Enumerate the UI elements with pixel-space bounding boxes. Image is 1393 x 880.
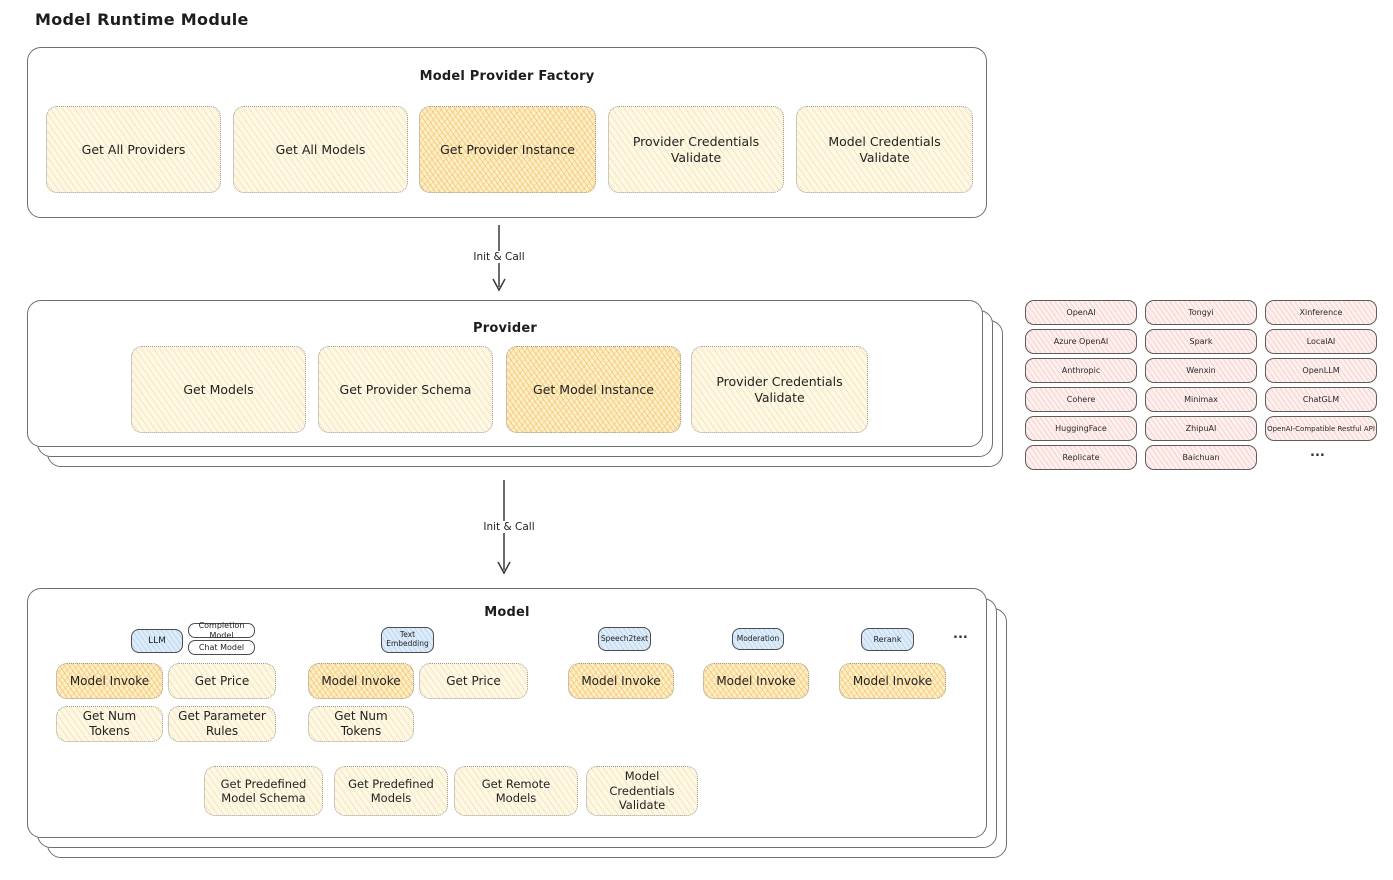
model-tag-rerank[interactable]: Rerank: [861, 628, 914, 651]
provider-pill-baichuan[interactable]: Baichuan: [1145, 445, 1257, 470]
provider-pill-replicate[interactable]: Replicate: [1025, 445, 1137, 470]
provider-list-more: ...: [1310, 445, 1325, 460]
provider-pill-tongyi[interactable]: Tongyi: [1145, 300, 1257, 325]
provider-pill-huggingface[interactable]: HuggingFace: [1025, 416, 1137, 441]
provider-button-get-model-instance[interactable]: Get Model Instance: [506, 346, 681, 433]
model-button-get-predefined-model-schema[interactable]: Get Predefined Model Schema: [204, 766, 323, 816]
provider-pill-zhipuai[interactable]: ZhipuAI: [1145, 416, 1257, 441]
model-box[interactable]: Model LLM Completion Model Chat Model Te…: [27, 588, 987, 838]
model-button-get-predefined-models[interactable]: Get Predefined Models: [334, 766, 448, 816]
provider-pill-cohere[interactable]: Cohere: [1025, 387, 1137, 412]
provider-pill-localai[interactable]: LocalAI: [1265, 329, 1377, 354]
model-button-embedding-get-num-tokens[interactable]: Get Num Tokens: [308, 706, 414, 742]
factory-title: Model Provider Factory: [419, 69, 595, 84]
provider-pill-openai[interactable]: OpenAI: [1025, 300, 1137, 325]
provider-button-get-models[interactable]: Get Models: [131, 346, 306, 433]
provider-pill-azure-openai[interactable]: Azure OpenAI: [1025, 329, 1137, 354]
factory-box[interactable]: Model Provider Factory Get All Providers…: [27, 47, 987, 218]
provider-pill-minimax[interactable]: Minimax: [1145, 387, 1257, 412]
model-tag-llm[interactable]: LLM: [131, 629, 183, 653]
provider-box[interactable]: Provider Get Models Get Provider Schema …: [27, 300, 983, 447]
model-button-moderation-model-invoke[interactable]: Model Invoke: [703, 663, 809, 699]
model-button-embedding-get-price[interactable]: Get Price: [419, 663, 528, 699]
model-button-speech2text-model-invoke[interactable]: Model Invoke: [568, 663, 674, 699]
factory-button-get-provider-instance[interactable]: Get Provider Instance: [419, 106, 596, 193]
model-button-llm-get-num-tokens[interactable]: Get Num Tokens: [56, 706, 163, 742]
provider-pill-openllm[interactable]: OpenLLM: [1265, 358, 1377, 383]
model-tag-speech2text[interactable]: Speech2text: [598, 627, 651, 651]
arrow2-label: Init & Call: [480, 521, 538, 533]
factory-button-model-credentials-validate[interactable]: Model Credentials Validate: [796, 106, 973, 193]
factory-button-get-all-models[interactable]: Get All Models: [233, 106, 408, 193]
model-button-llm-get-price[interactable]: Get Price: [168, 663, 276, 699]
model-tag-chat-model[interactable]: Chat Model: [188, 640, 255, 655]
model-tag-completion-model[interactable]: Completion Model: [188, 621, 255, 640]
arrow1-label: Init & Call: [470, 251, 528, 263]
model-button-rerank-model-invoke[interactable]: Model Invoke: [839, 663, 946, 699]
model-button-embedding-model-invoke[interactable]: Model Invoke: [308, 663, 414, 699]
provider-pill-spark[interactable]: Spark: [1145, 329, 1257, 354]
provider-pill-anthropic[interactable]: Anthropic: [1025, 358, 1137, 383]
model-button-get-remote-models[interactable]: Get Remote Models: [454, 766, 578, 816]
factory-button-provider-credentials-validate[interactable]: Provider Credentials Validate: [608, 106, 784, 193]
model-tags-more: ...: [953, 627, 968, 642]
provider-pill-wenxin[interactable]: Wenxin: [1145, 358, 1257, 383]
provider-pill-openai-compatible-restful-api[interactable]: OpenAI-Compatible Restful API: [1265, 416, 1377, 441]
provider-pill-chatglm[interactable]: ChatGLM: [1265, 387, 1377, 412]
model-button-llm-get-parameter-rules[interactable]: Get Parameter Rules: [168, 706, 276, 742]
model-title: Model: [484, 605, 530, 620]
page-title: Model Runtime Module: [35, 10, 249, 29]
model-button-model-credentials-validate[interactable]: Model Credentials Validate: [586, 766, 698, 816]
provider-button-provider-credentials-validate[interactable]: Provider Credentials Validate: [691, 346, 868, 433]
model-tag-text-embedding[interactable]: Text Embedding: [381, 627, 434, 653]
model-tag-moderation[interactable]: Moderation: [732, 628, 784, 650]
provider-button-get-provider-schema[interactable]: Get Provider Schema: [318, 346, 493, 433]
provider-pill-xinference[interactable]: Xinference: [1265, 300, 1377, 325]
provider-title: Provider: [473, 321, 537, 336]
model-button-llm-model-invoke[interactable]: Model Invoke: [56, 663, 163, 699]
factory-button-get-all-providers[interactable]: Get All Providers: [46, 106, 221, 193]
